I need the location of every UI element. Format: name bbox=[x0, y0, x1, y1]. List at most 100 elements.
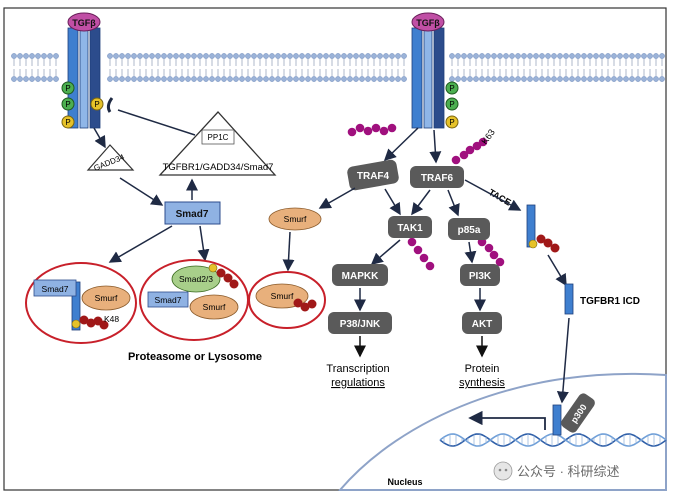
lipid-head bbox=[233, 76, 239, 82]
traf6-label: TRAF6 bbox=[421, 173, 454, 184]
lipid-head bbox=[593, 53, 599, 59]
lipid-head bbox=[221, 76, 227, 82]
lipid-head bbox=[641, 76, 647, 82]
lipid-head bbox=[119, 53, 125, 59]
lipid-head bbox=[185, 76, 191, 82]
lipid-head bbox=[503, 53, 509, 59]
k63-ubiquitin-chains bbox=[347, 123, 505, 271]
arrow-traf6-p85a bbox=[447, 189, 460, 217]
p85a-node: p85a bbox=[448, 218, 490, 240]
smad7-label-ring1: Smad7 bbox=[42, 284, 69, 294]
lipid-head bbox=[173, 53, 179, 59]
k63-ubiquitin bbox=[407, 237, 417, 247]
watermark: 公众号 · 科研综述 bbox=[493, 461, 620, 481]
arrow-traf4-tak1 bbox=[384, 188, 401, 216]
lipid-head bbox=[491, 76, 497, 82]
lipid-head bbox=[365, 53, 371, 59]
lipid-head bbox=[479, 76, 485, 82]
transcription-label-line1: Transcription bbox=[326, 363, 389, 375]
transcription-label-line2: regulations bbox=[331, 377, 385, 389]
phospho-label: P bbox=[65, 118, 70, 127]
lipid-head bbox=[329, 53, 335, 59]
lipid-head bbox=[143, 76, 149, 82]
arrow-icd-nucleus bbox=[556, 317, 570, 404]
k63-ubiquitin bbox=[425, 261, 435, 271]
lipid-head bbox=[269, 53, 275, 59]
smurf-label: Smurf bbox=[284, 214, 307, 224]
smad23-label: Smad2/3 bbox=[179, 274, 213, 284]
lipid-head bbox=[329, 76, 335, 82]
complex-label: TGFBR1/GADD34/Smad7 bbox=[163, 162, 274, 173]
lipid-head bbox=[341, 76, 347, 82]
lipid-head bbox=[131, 76, 137, 82]
lipid-head bbox=[515, 76, 521, 82]
lipid-head bbox=[197, 53, 203, 59]
lipid-head bbox=[581, 53, 587, 59]
lipid-head bbox=[635, 53, 641, 59]
lipid-head bbox=[503, 76, 509, 82]
tgfb-receptor-right: TGFβ bbox=[411, 12, 445, 129]
lipid-head bbox=[251, 53, 257, 59]
proteasome-label: Proteasome or Lysosome bbox=[128, 351, 262, 363]
lipid-head bbox=[605, 53, 611, 59]
lipid-head bbox=[401, 53, 407, 59]
phospho-label: P bbox=[65, 84, 70, 93]
arrow-receptor-gadd34 bbox=[93, 127, 106, 149]
lipid-head bbox=[455, 53, 461, 59]
figure-frame bbox=[3, 7, 667, 491]
lipid-head bbox=[449, 76, 455, 82]
k63-ubiquitin bbox=[371, 123, 381, 133]
nucleus-label: Nucleus bbox=[387, 477, 422, 487]
lipid-head bbox=[257, 53, 263, 59]
lipid-head bbox=[647, 76, 653, 82]
lipid-head bbox=[125, 53, 131, 59]
lipid-head bbox=[575, 76, 581, 82]
k63-ubiquitin bbox=[347, 127, 357, 137]
degradation-ring-1: Smad7 Smurf K48 bbox=[25, 262, 137, 344]
lipid-head bbox=[449, 53, 455, 59]
p300-node: p300 bbox=[552, 393, 595, 436]
tgfb-ligand-right bbox=[411, 12, 445, 32]
lipid-head bbox=[317, 76, 323, 82]
traf6-node: TRAF6 bbox=[410, 166, 464, 188]
lipid-head bbox=[149, 76, 155, 82]
k63-ubiquitin bbox=[465, 145, 475, 155]
lipid-head bbox=[467, 53, 473, 59]
lipid-head bbox=[239, 76, 245, 82]
lipid-head bbox=[347, 76, 353, 82]
lipid-head bbox=[551, 53, 557, 59]
lipid-head bbox=[191, 76, 197, 82]
k63-ubiquitin bbox=[478, 137, 488, 147]
lipid-head bbox=[623, 53, 629, 59]
lipid-head bbox=[221, 53, 227, 59]
lipid-head bbox=[605, 76, 611, 82]
smurf-label-ring2: Smurf bbox=[203, 302, 226, 312]
lipid-head bbox=[323, 76, 329, 82]
lipid-head bbox=[611, 76, 617, 82]
lipid-head bbox=[305, 76, 311, 82]
degradation-ring-3: Smurf bbox=[248, 271, 326, 329]
lipid-head bbox=[167, 76, 173, 82]
lipid-head bbox=[641, 53, 647, 59]
phospho-label: P bbox=[449, 118, 454, 127]
lipid-head bbox=[203, 76, 209, 82]
lipid-head bbox=[263, 76, 269, 82]
lipid-head bbox=[281, 53, 287, 59]
lipid-head bbox=[545, 53, 551, 59]
tak1-node: TAK1 bbox=[388, 216, 432, 238]
lipid-head bbox=[539, 76, 545, 82]
lipid-head bbox=[263, 53, 269, 59]
lipid-head bbox=[365, 76, 371, 82]
lipid-head bbox=[545, 76, 551, 82]
lipid-head bbox=[287, 53, 293, 59]
lipid-head bbox=[275, 76, 281, 82]
lipid-head bbox=[563, 76, 569, 82]
k63-label: K63 bbox=[479, 127, 496, 146]
k63-ubiquitin bbox=[379, 126, 389, 136]
k63-ubiquitin bbox=[363, 126, 373, 136]
pp1c-inhibition-line bbox=[117, 109, 196, 136]
p38jnk-label: P38/JNK bbox=[340, 319, 381, 330]
lipid-head bbox=[227, 76, 233, 82]
lipid-head bbox=[497, 53, 503, 59]
lipid-head bbox=[41, 76, 47, 82]
